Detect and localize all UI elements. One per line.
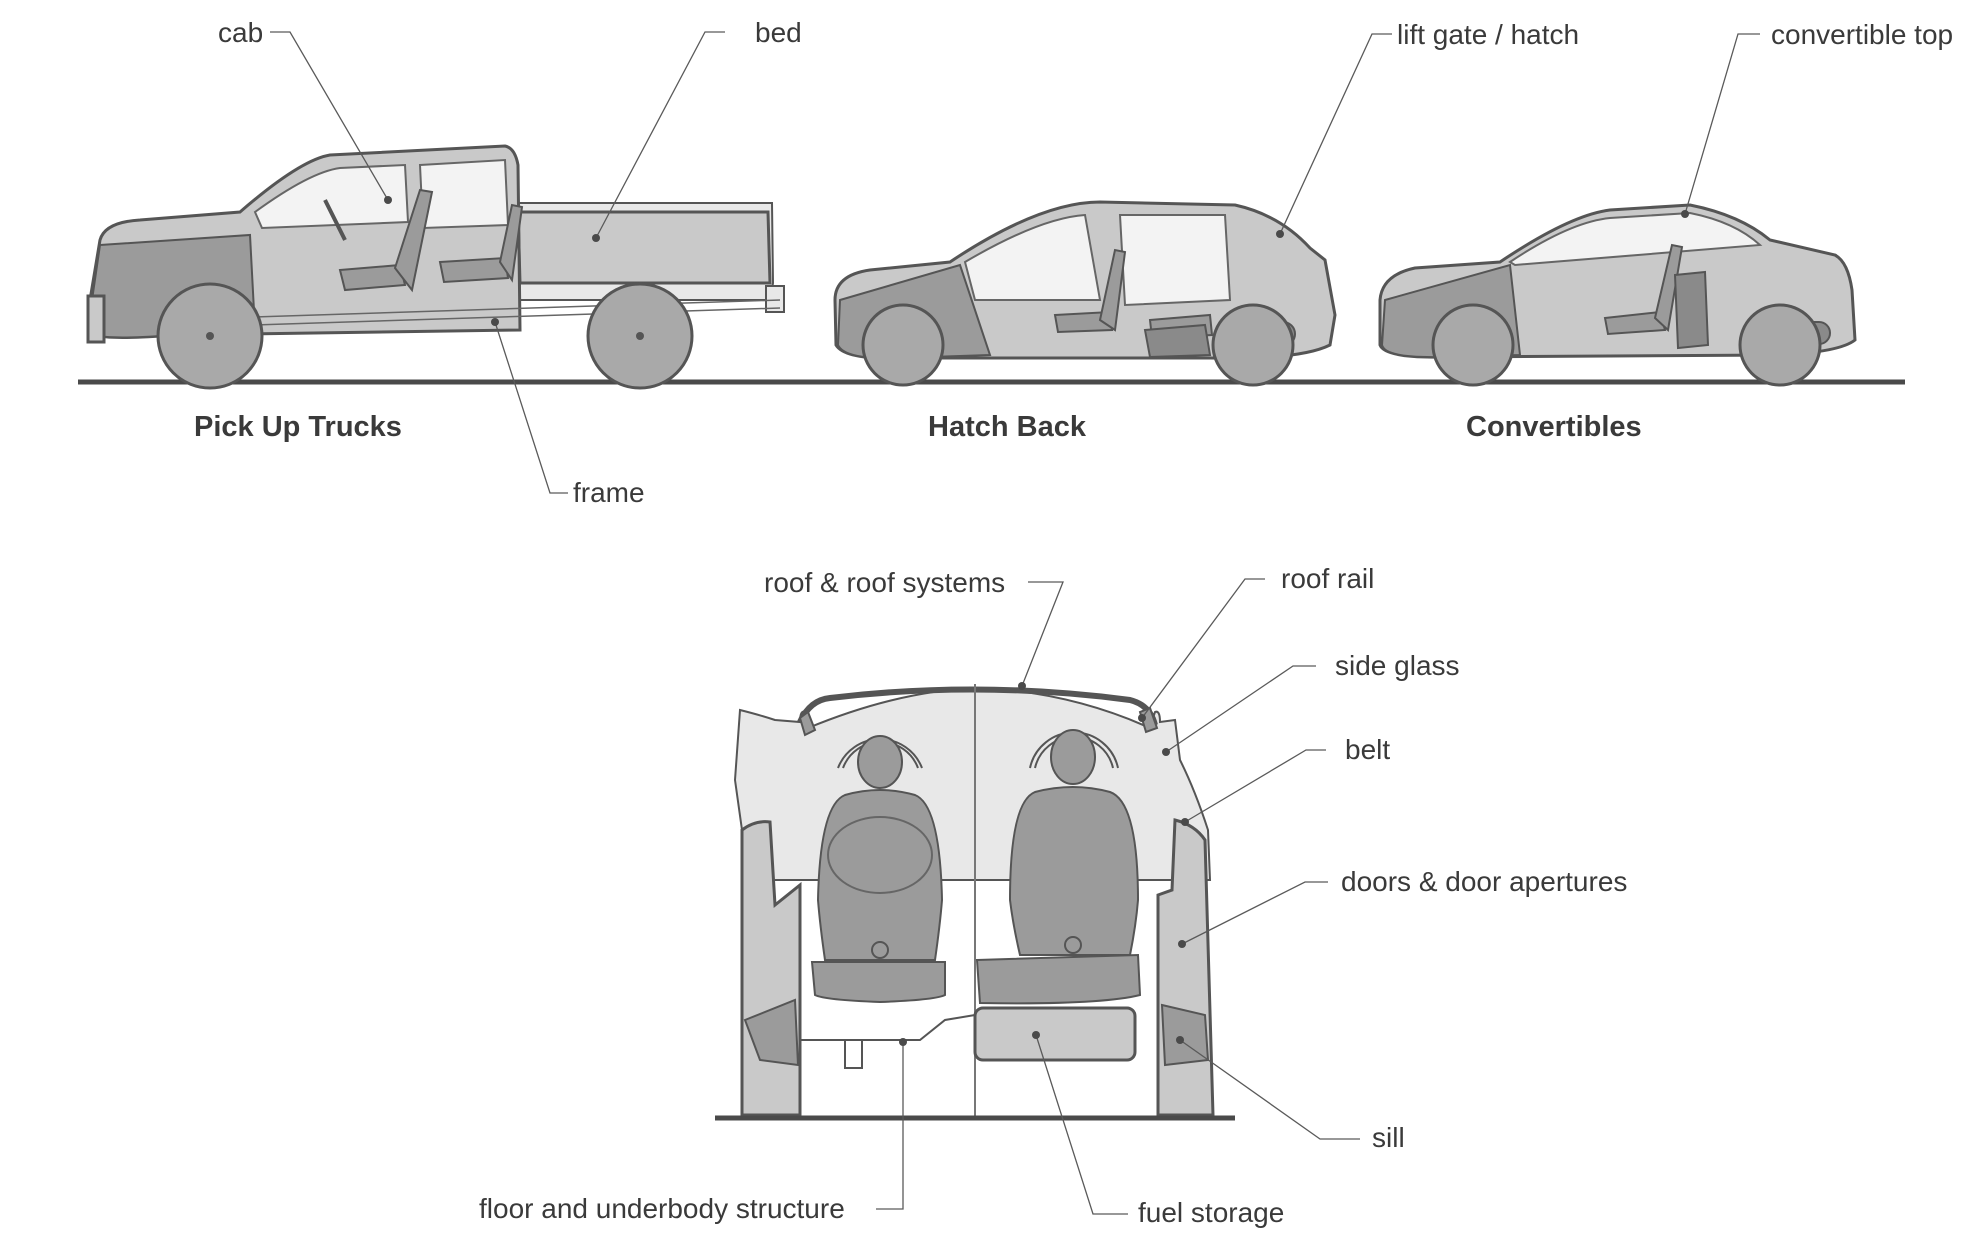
label-fuel-storage: fuel storage [1138,1197,1284,1228]
pickup-truck-illustration [86,144,785,390]
title-hatch-back: Hatch Back [928,411,1087,443]
label-floor: floor and underbody structure [479,1193,845,1224]
leader-lines [270,31,1760,1215]
left-occupant [810,735,946,1004]
convertible-illustration [1378,203,1857,387]
label-side-glass: side glass [1335,650,1460,681]
label-roof-systems: roof & roof systems [764,567,1005,598]
title-convertibles: Convertibles [1466,411,1642,443]
hatchback-illustration [833,200,1337,387]
cross-section-illustration [715,684,1235,1121]
label-doors: doors & door apertures [1341,866,1627,897]
label-roof-rail: roof rail [1281,563,1374,594]
label-sill: sill [1372,1122,1405,1153]
label-cab: cab [218,17,263,48]
right-occupant [975,729,1142,1005]
label-convertible-top: convertible top [1771,19,1953,50]
label-frame: frame [573,477,645,508]
label-bed: bed [755,17,802,48]
title-pickup-trucks: Pick Up Trucks [194,411,402,443]
label-belt: belt [1345,734,1390,765]
fuel-tank [973,1006,1137,1062]
label-lift-gate: lift gate / hatch [1397,19,1579,50]
